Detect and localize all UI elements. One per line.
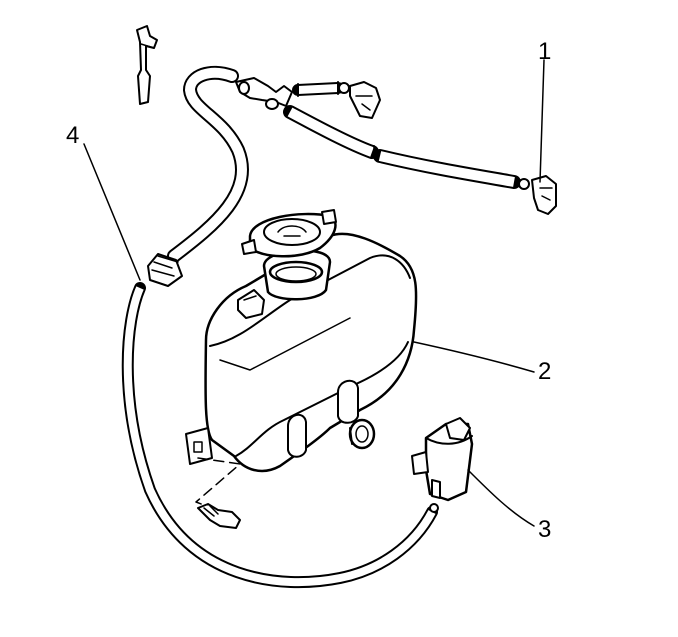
washer-fluid-reservoir bbox=[185, 209, 418, 473]
hose-retainer-clip bbox=[136, 25, 158, 105]
washer-pump bbox=[411, 417, 474, 502]
callout-4: 4 bbox=[66, 122, 80, 149]
short-hose-segment bbox=[292, 81, 344, 97]
nozzle-connector-left bbox=[338, 81, 381, 119]
mounting-bolt bbox=[195, 457, 241, 529]
callout-1: 1 bbox=[538, 38, 552, 65]
nozzle-hose bbox=[283, 105, 521, 189]
washer-nozzle bbox=[518, 175, 557, 215]
inline-check-valve bbox=[147, 253, 183, 287]
callout-leaders bbox=[83, 59, 545, 527]
callout-3: 3 bbox=[538, 516, 552, 543]
upper-washer-hose bbox=[167, 65, 249, 263]
hose-tee-connector bbox=[235, 77, 293, 110]
pump-to-reservoir-hose bbox=[121, 282, 439, 589]
callout-2: 2 bbox=[538, 358, 552, 385]
